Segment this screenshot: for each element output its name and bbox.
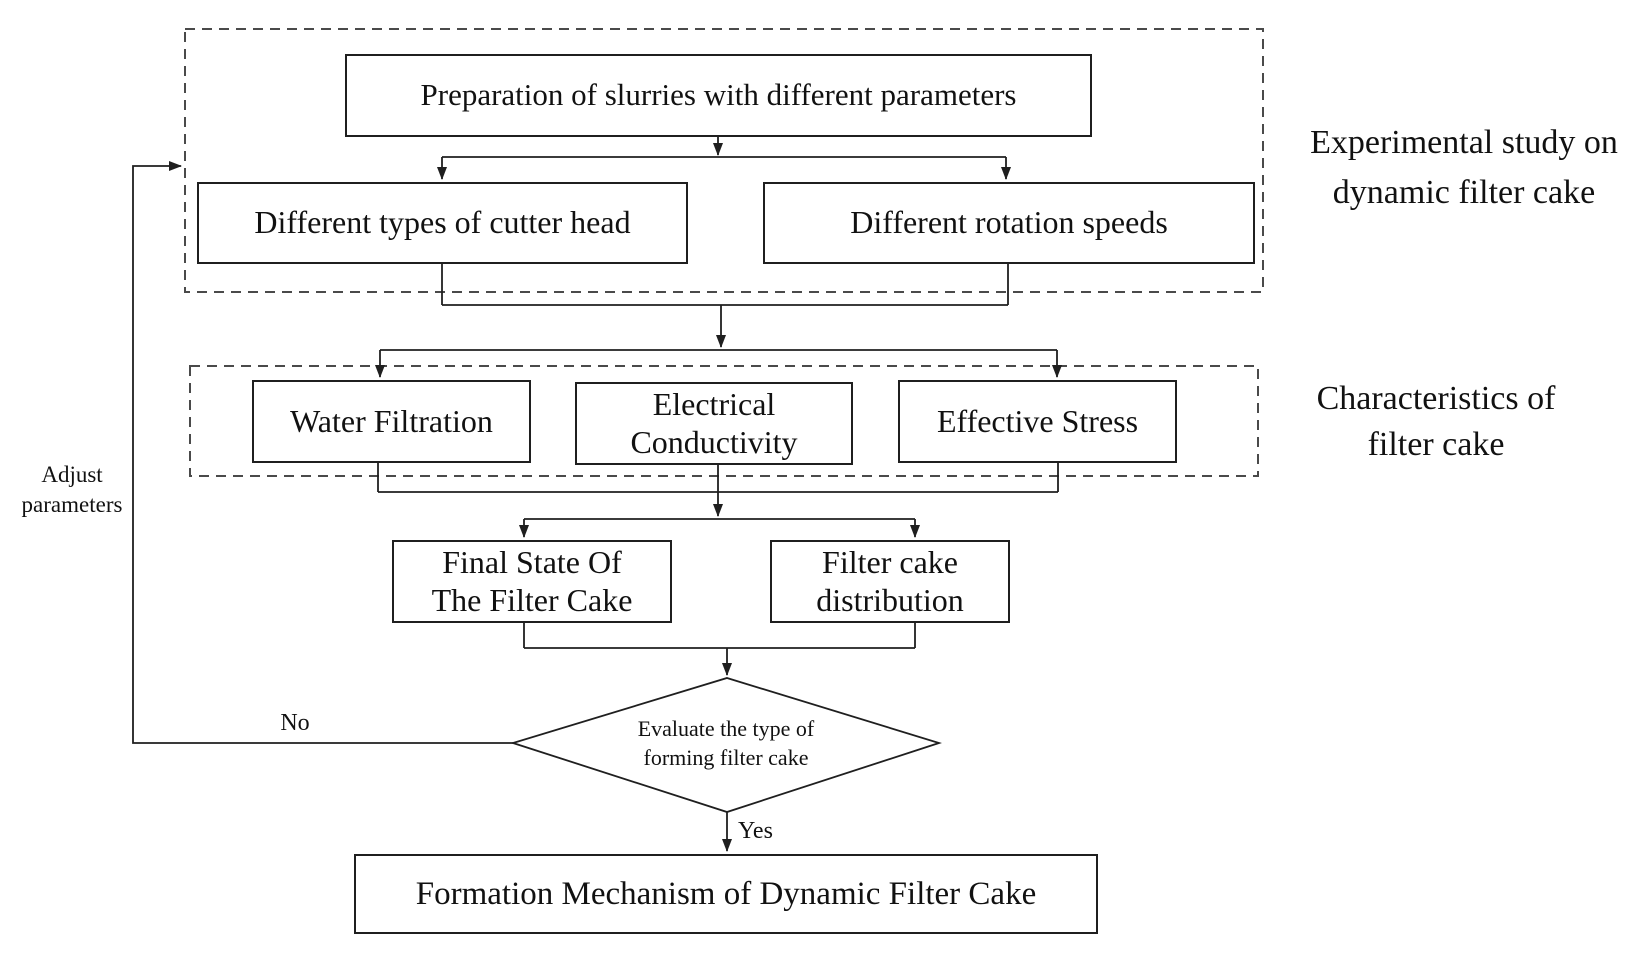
- node-cake-distribution: Filter cake distribution: [770, 540, 1010, 623]
- node-rotation-speeds: Different rotation speeds: [763, 182, 1255, 264]
- node-water-filtration-label: Water Filtration: [290, 402, 493, 439]
- experimental-group-border: [184, 28, 1264, 293]
- node-electrical-conductivity-label: Electrical Conductivity: [630, 386, 797, 462]
- node-rotation-speeds-label: Different rotation speeds: [850, 204, 1168, 241]
- edges: [132, 137, 1062, 852]
- node-water-filtration: Water Filtration: [252, 380, 531, 463]
- node-effective-stress: Effective Stress: [898, 380, 1177, 463]
- node-formation-mechanism-label: Formation Mechanism of Dynamic Filter Ca…: [415, 875, 1037, 912]
- experimental-line2: dynamic filter cake: [1332, 174, 1596, 211]
- yes-label: Yes: [738, 818, 773, 844]
- section-label-characteristics: Characteristics of filter cake: [1236, 376, 1636, 468]
- experimental-line1: Experimental study on: [1310, 124, 1618, 161]
- characteristics-group-border: [189, 365, 1259, 477]
- electrical-line1: Electrical: [652, 385, 776, 422]
- no-label: No: [280, 710, 310, 736]
- node-cutter-head-label: Different types of cutter head: [254, 204, 631, 241]
- characteristics-line2: filter cake: [1367, 426, 1505, 463]
- final-state-line2: The Filter Cake: [431, 581, 633, 618]
- node-final-state-label: Final State Of The Filter Cake: [432, 544, 633, 620]
- distribution-line2: distribution: [816, 581, 964, 618]
- node-preparation-label: Preparation of slurries with different p…: [420, 77, 1017, 113]
- node-effective-stress-label: Effective Stress: [936, 402, 1139, 439]
- distribution-line1: Filter cake: [822, 543, 958, 580]
- node-formation-mechanism: Formation Mechanism of Dynamic Filter Ca…: [354, 854, 1098, 934]
- edge-no-feedback: [132, 161, 513, 744]
- electrical-line2: Conductivity: [630, 423, 798, 460]
- section-label-experimental: Experimental study on dynamic filter cak…: [1264, 118, 1650, 218]
- final-state-line1: Final State Of: [442, 543, 622, 580]
- node-cutter-head: Different types of cutter head: [197, 182, 688, 264]
- node-cake-distribution-label: Filter cake distribution: [816, 544, 964, 620]
- node-final-state: Final State Of The Filter Cake: [392, 540, 672, 623]
- decision-line2: forming filter cake: [643, 745, 809, 770]
- adjust-line2: parameters: [21, 492, 123, 517]
- adjust-line1: Adjust: [41, 462, 103, 487]
- decision-line1: Evaluate the type of: [637, 716, 815, 741]
- node-preparation: Preparation of slurries with different p…: [345, 54, 1092, 137]
- characteristics-line1: Characteristics of: [1316, 380, 1556, 417]
- decision-diamond-text: Evaluate the type of forming filter cake: [526, 714, 926, 772]
- node-electrical-conductivity: Electrical Conductivity: [575, 382, 853, 465]
- adjust-parameters-label: Adjust parameters: [10, 460, 134, 520]
